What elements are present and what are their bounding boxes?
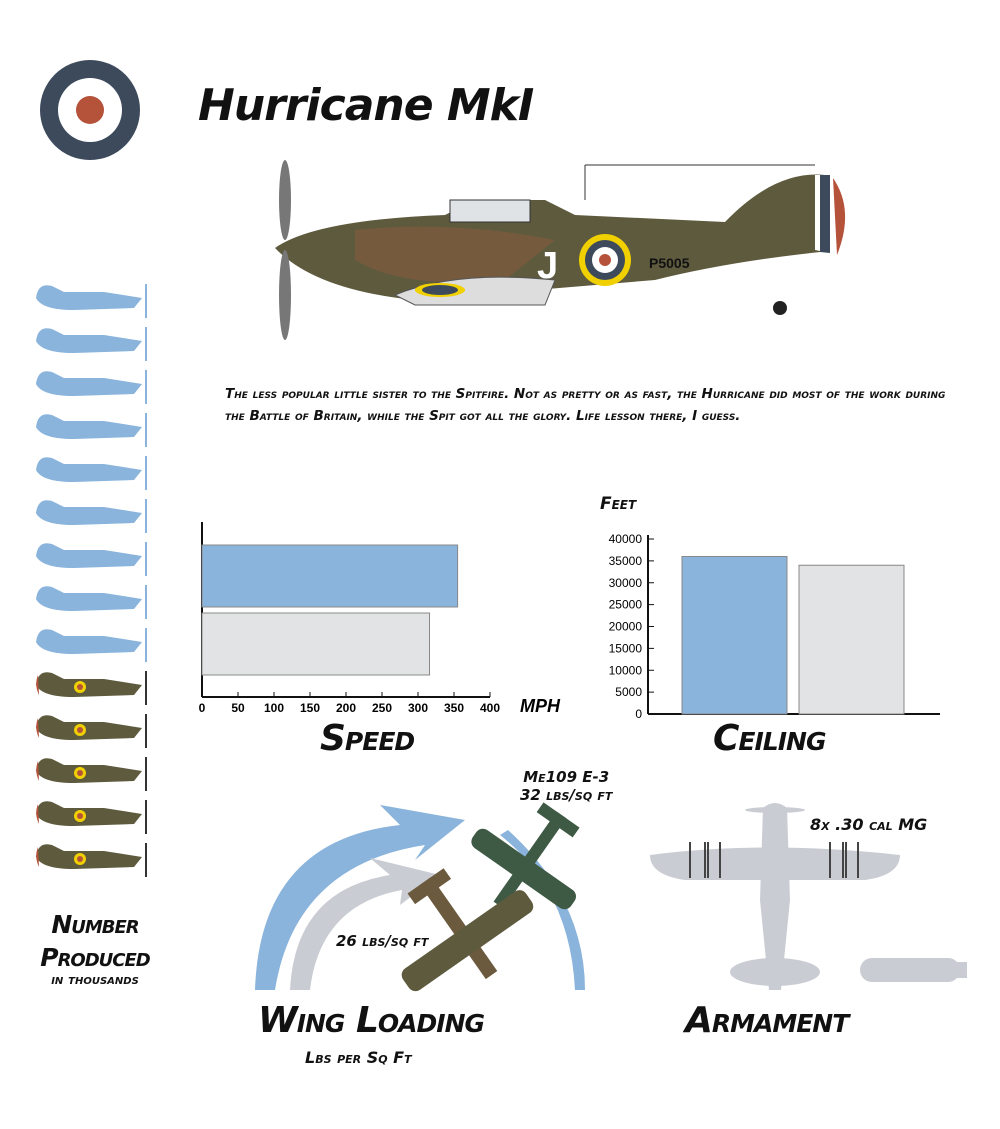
fuselage <box>36 328 142 353</box>
armament-title: Armament <box>685 1000 849 1041</box>
hurricane-wing-loading: 26 lbs/sq ft <box>336 932 429 950</box>
aircraft-letter: J <box>537 245 558 287</box>
fin-flash <box>36 675 39 695</box>
hurricane-topview-icon <box>401 868 534 992</box>
fin-flash <box>36 718 39 738</box>
wing-loading-subtitle: Lbs per Sq Ft <box>305 1048 412 1067</box>
ceiling-title: Ceiling <box>713 718 826 759</box>
fin-flash <box>36 804 39 824</box>
y-tick-label: 15000 <box>609 641 643 655</box>
aircraft-serial: P5005 <box>649 255 690 271</box>
hurricane-illustration: J P5005 <box>275 160 846 340</box>
x-tick-label: 400 <box>480 701 500 715</box>
fuselage <box>36 285 142 310</box>
fuselage <box>36 500 142 525</box>
hurricane-silhouette-icon <box>36 542 147 576</box>
production-icons <box>34 278 154 880</box>
me109-name: Me109 E-3 <box>523 768 610 786</box>
armament-silhouette <box>650 803 967 990</box>
hurricane-silhouette-icon <box>36 628 147 662</box>
hurricane-icon <box>36 843 147 877</box>
hurricane-icon <box>36 757 147 791</box>
me109-topview-icon <box>471 802 580 910</box>
fuselage <box>36 543 142 568</box>
roundel-center <box>77 856 83 862</box>
ceiling-bar-me109 <box>681 556 788 715</box>
roundel-center <box>77 684 83 690</box>
production-title-line1: Number <box>51 910 139 939</box>
speed-bar-hurricane <box>201 612 431 676</box>
y-tick-label: 10000 <box>609 663 643 677</box>
y-tick-label: 0 <box>635 707 642 721</box>
x-tick-label: 350 <box>444 701 464 715</box>
fuselage <box>36 844 142 869</box>
ceiling-ylabel: Feet <box>600 494 637 514</box>
fuselage <box>36 672 142 697</box>
y-tick-label: 30000 <box>609 576 643 590</box>
speed-title: Speed <box>320 718 415 759</box>
fuselage <box>36 801 142 826</box>
hurricane-silhouette-icon <box>36 370 147 404</box>
y-tick-label: 40000 <box>609 532 643 546</box>
hurricane-icon <box>36 671 147 705</box>
x-tick-label: 200 <box>336 701 356 715</box>
hurricane-silhouette-icon <box>36 284 147 318</box>
ceiling-bar-hurricane <box>798 564 905 715</box>
fuselage <box>36 457 142 482</box>
x-tick-label: 100 <box>264 701 284 715</box>
fuselage <box>36 371 142 396</box>
production-subtitle: in thousands <box>51 972 139 988</box>
wing-loading-title: Wing Loading <box>258 1000 485 1041</box>
x-tick-label: 0 <box>199 701 206 715</box>
roundel-center <box>77 770 83 776</box>
description-text: The less popular little sister to the Sp… <box>225 386 946 424</box>
x-tick-label: 50 <box>231 701 245 715</box>
production-label: Number Produced in thousands <box>25 910 165 988</box>
y-tick-label: 35000 <box>609 554 643 568</box>
fin-flash <box>36 847 39 867</box>
x-tick-label: 300 <box>408 701 428 715</box>
fuselage <box>36 715 142 740</box>
roundel-center <box>77 813 83 819</box>
hurricane-silhouette-icon <box>36 413 147 447</box>
fuselage <box>36 586 142 611</box>
roundel-center <box>77 727 83 733</box>
speed-chart: 0 50 100 150 200 250 300 350 400 MPH <box>199 522 561 716</box>
speed-bar-me109 <box>201 544 459 608</box>
x-tick-label: 250 <box>372 701 392 715</box>
y-tick-label: 5000 <box>615 685 642 699</box>
x-axis-label: MPH <box>520 696 561 716</box>
page-title: Hurricane MkI <box>198 80 534 131</box>
hurricane-silhouette-icon <box>36 585 147 619</box>
y-tick-label: 25000 <box>609 598 643 612</box>
me109-wing-loading: Me109 E-3 32 lbs/sq ft <box>520 768 612 804</box>
hurricane-icon <box>36 800 147 834</box>
y-tick-label: 20000 <box>609 620 643 634</box>
fin-flash <box>36 761 39 781</box>
wing-loading-arcs <box>255 802 585 992</box>
ceiling-chart: 0 5000 10000 15000 20000 25000 30000 35000 40000 <box>609 532 940 721</box>
fuselage <box>36 758 142 783</box>
x-tick-label: 150 <box>300 701 320 715</box>
raf-roundel-icon <box>40 60 140 160</box>
me109-value: 32 lbs/sq ft <box>520 786 613 804</box>
hurricane-icon <box>36 714 147 748</box>
production-title-line2: Produced <box>40 943 151 972</box>
armament-label: 8x .30 cal MG <box>810 815 928 834</box>
fuselage <box>36 414 142 439</box>
hurricane-silhouette-icon <box>36 499 147 533</box>
hurricane-silhouette-icon <box>36 456 147 490</box>
hurricane-silhouette-icon <box>36 327 147 361</box>
fuselage <box>36 629 142 654</box>
